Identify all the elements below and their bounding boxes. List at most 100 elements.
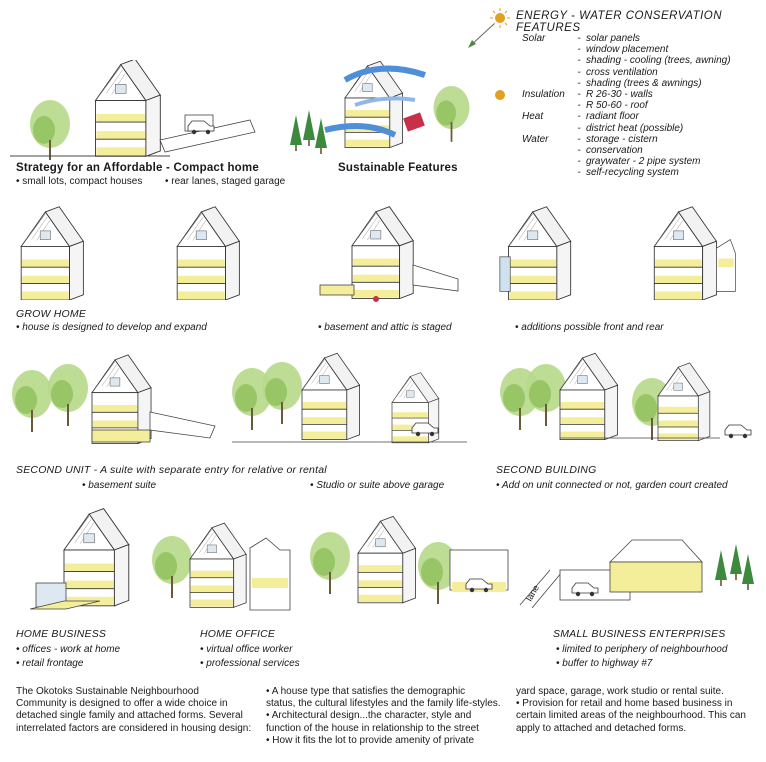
- energy-item: cross ventilation: [586, 66, 658, 78]
- energy-dash: -: [577, 33, 581, 44]
- energy-item: window placement: [586, 44, 669, 56]
- energy-row: -conservation: [522, 145, 731, 156]
- paragraph-line: yard space, garage, work studio or renta…: [516, 686, 724, 697]
- energy-category: Solar: [522, 33, 546, 44]
- paragraph-line: • A house type that satisfies the demogr…: [266, 686, 466, 697]
- home-office-bullet-2: • professional services: [200, 658, 300, 669]
- energy-item: radiant floor: [586, 111, 639, 123]
- energy-item: storage - cistern: [586, 133, 658, 145]
- grow-home-sketch-2: [170, 205, 250, 300]
- energy-dash: -: [577, 167, 581, 179]
- grow-home-sketch-4: [492, 205, 582, 300]
- energy-row: -shading (trees & awnings): [522, 78, 731, 89]
- energy-category: Insulation: [522, 88, 565, 100]
- home-business-bullet-1: • offices - work at home: [16, 644, 121, 655]
- energy-row: -shading - cooling (trees, awning): [522, 55, 731, 67]
- home-office-bullet-1: • virtual office worker: [200, 644, 293, 655]
- sustainable-title: Sustainable Features: [338, 162, 458, 174]
- paragraph-line: apply to attached and detached forms.: [516, 722, 687, 734]
- strategy-bullet-2: • rear lanes, staged garage: [165, 176, 286, 187]
- paragraph-line: status, the cultural lifestyles and the …: [266, 698, 501, 710]
- energy-row: -cross ventilation: [522, 67, 731, 78]
- grow-home-sketch-3: [318, 205, 468, 305]
- intro-paragraph-col2: • A house type that satisfies the demogr…: [266, 686, 511, 747]
- energy-item: conservation: [586, 144, 643, 156]
- energy-dash: -: [577, 122, 581, 134]
- energy-item: district heat (possible): [586, 122, 684, 134]
- paragraph-line: interrelated factors are considered in h…: [16, 722, 252, 734]
- energy-dash: -: [577, 100, 581, 112]
- energy-dash: -: [577, 156, 581, 168]
- energy-item: shading - cooling (trees, awning): [586, 55, 731, 67]
- paragraph-line: The Okotoks Sustainable Neighbourhood: [16, 686, 199, 697]
- energy-category: [522, 123, 572, 134]
- energy-dash: -: [577, 77, 581, 89]
- home-office-title: HOME OFFICE: [200, 628, 276, 640]
- paragraph-line: function of the house in relationship to…: [266, 722, 479, 734]
- second-unit-bullet-1: • basement suite: [82, 480, 157, 491]
- grow-home-title: GROW HOME: [16, 308, 87, 320]
- energy-category: [522, 167, 572, 178]
- home-business-title: HOME BUSINESS: [16, 628, 107, 640]
- sun-ray-arrow-icon: [466, 22, 496, 50]
- energy-dash: -: [577, 44, 581, 56]
- energy-item: R 26-30 - walls: [586, 88, 653, 100]
- paragraph-line: • Architectural design...the character, …: [266, 710, 472, 722]
- strategy-bullet-1: • small lots, compact houses: [16, 176, 143, 187]
- energy-row: Heat -radiant floor: [522, 111, 731, 122]
- energy-category: [522, 44, 572, 55]
- studio-above-garage-sketch: [232, 350, 472, 445]
- energy-title: ENERGY - WATER CONSERVATION FEATURES: [516, 10, 723, 34]
- intro-paragraph-col1: The Okotoks Sustainable Neighbourhood Co…: [16, 686, 261, 735]
- home-office-sketch: [150, 520, 310, 615]
- energy-features-list: Solar-solar panels -window placement -sh…: [522, 33, 731, 178]
- energy-row: -graywater - 2 pipe system: [522, 156, 731, 167]
- small-business-bullet-1: • limited to periphery of neighbourhood: [556, 644, 728, 655]
- intro-paragraph-col3: yard space, garage, work studio or renta…: [516, 686, 761, 735]
- energy-dash: -: [577, 144, 581, 156]
- sustainable-features-sketch: [285, 50, 515, 160]
- second-unit-bullet-2: • Studio or suite above garage: [310, 480, 445, 491]
- second-building-sketch: [500, 350, 760, 445]
- energy-category: [522, 100, 572, 111]
- small-business-title: SMALL BUSINESS ENTERPRISES: [553, 628, 726, 640]
- grow-home-sketch-1: [14, 205, 94, 300]
- energy-category: [522, 67, 572, 78]
- energy-dash: -: [577, 66, 581, 78]
- energy-row: -district heat (possible): [522, 123, 731, 134]
- paragraph-line: certain limited areas of the neighbourho…: [516, 710, 746, 722]
- home-business-bullet-2: • retail frontage: [16, 658, 84, 669]
- energy-dash: -: [577, 111, 581, 123]
- compact-home-sketch: [10, 60, 260, 160]
- energy-item: solar panels: [586, 33, 640, 44]
- second-building-title: SECOND BUILDING: [496, 464, 597, 476]
- energy-dash: -: [577, 133, 581, 145]
- grow-home-bullet-3: • additions possible front and rear: [515, 322, 664, 333]
- energy-item: self-recycling system: [586, 167, 679, 179]
- strategy-title: Strategy for an Affordable - Compact hom…: [16, 162, 259, 174]
- energy-item: R 50-60 - roof: [586, 100, 648, 112]
- energy-row: Insulation-R 26-30 - walls: [522, 89, 731, 100]
- energy-row: -self-recycling system: [522, 167, 731, 178]
- energy-category: Heat: [522, 111, 544, 123]
- energy-item: shading (trees & awnings): [586, 77, 702, 89]
- energy-category: [522, 156, 572, 167]
- energy-dash: -: [577, 88, 581, 100]
- grow-home-bullet-2: • basement and attic is staged: [318, 322, 452, 333]
- second-building-bullet-1: • Add on unit connected or not, garden c…: [496, 480, 728, 491]
- paragraph-line: Community is designed to offer a wide ch…: [16, 698, 228, 710]
- energy-category: [522, 78, 572, 89]
- home-business-sketch: [30, 505, 150, 615]
- grow-home-bullet-1: • house is designed to develop and expan…: [16, 322, 207, 333]
- energy-item: graywater - 2 pipe system: [586, 156, 701, 168]
- basement-suite-sketch: [10, 350, 220, 450]
- grow-home-sketch-5: [644, 205, 744, 300]
- energy-dash: -: [577, 55, 581, 67]
- small-business-bullet-2: • buffer to highway #7: [556, 658, 653, 669]
- energy-category: [522, 145, 572, 156]
- energy-row: Water-storage - cistern: [522, 134, 731, 145]
- energy-category: [522, 55, 572, 66]
- energy-row: -R 50-60 - roof: [522, 100, 731, 111]
- paragraph-line: • Provision for retail and home based bu…: [516, 698, 733, 710]
- paragraph-line: detached single family and attached form…: [16, 710, 243, 722]
